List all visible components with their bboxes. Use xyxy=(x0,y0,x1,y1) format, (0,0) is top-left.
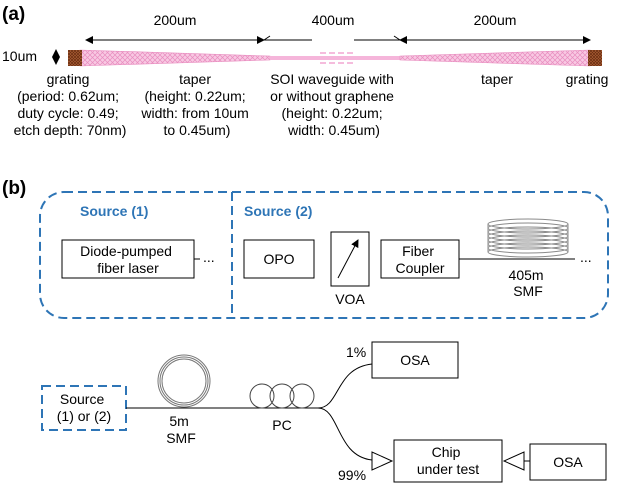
fiber-spool-icon xyxy=(487,218,569,258)
osa-right-box xyxy=(529,443,607,481)
split-1pct-label: 1% xyxy=(346,344,366,360)
osa-top-label: OSA xyxy=(400,352,430,368)
fiber-coupler-label: Fiber Coupler xyxy=(395,243,444,276)
chip-box xyxy=(393,439,503,483)
taper-right-shape xyxy=(399,49,591,67)
grating-left-label: grating (period: 0.62um; duty cycle: 0.4… xyxy=(14,71,127,138)
dim-label-right: 200um xyxy=(474,12,517,28)
fiber-coupler-box xyxy=(380,239,460,279)
taper-right-label: taper xyxy=(481,71,513,87)
grating-right-label: grating xyxy=(566,71,609,87)
height-label: 10um xyxy=(2,48,37,64)
opo-label: OPO xyxy=(263,251,294,267)
split-99pct-label: 99% xyxy=(338,467,366,483)
laser-ellipsis: ... xyxy=(203,249,215,265)
diode-laser-box xyxy=(61,239,195,279)
dim-label-left: 200um xyxy=(154,12,197,28)
polarization-controller-icon xyxy=(249,383,315,409)
chip-input-coupler-icon xyxy=(371,451,394,471)
split-branch-bottom xyxy=(317,407,373,461)
fiber-coil-icon xyxy=(157,354,211,408)
osa-right-label: OSA xyxy=(553,454,583,470)
pc-label: PC xyxy=(272,417,291,433)
smf-5-label: 5m SMF xyxy=(166,413,196,446)
voa-arrow-icon xyxy=(337,239,359,279)
taper-left-shape xyxy=(79,49,271,67)
panel-a-label: (a) xyxy=(2,4,25,25)
dim-tick xyxy=(263,35,271,41)
waveguide-shape xyxy=(270,56,400,60)
grating-left-shape xyxy=(68,50,82,66)
osa-top-box xyxy=(371,341,459,379)
chip-output-coupler-icon xyxy=(502,451,525,471)
grating-right-shape xyxy=(588,50,602,66)
diode-laser-label: Diode-pumped fiber laser xyxy=(80,243,176,276)
source2-title: Source (2) xyxy=(244,203,312,219)
opo-box xyxy=(243,239,315,279)
waveguide-label: SOI waveguide with or without graphene (… xyxy=(270,71,398,138)
voa-box xyxy=(330,231,370,287)
taper-left-label: taper (height: 0.22um; width: from 10um … xyxy=(140,71,252,138)
dim-label-mid: 400um xyxy=(312,12,355,28)
sources-enclosure xyxy=(39,191,609,319)
voa-label: VOA xyxy=(335,291,365,307)
split-branch-top xyxy=(317,363,373,409)
source-select-label: Source (1) or (2) xyxy=(57,391,111,424)
dim-tick xyxy=(393,35,401,41)
panel-b-label: (b) xyxy=(2,178,26,199)
chip-label: Chip under test xyxy=(417,444,479,477)
source1-title: Source (1) xyxy=(80,203,148,219)
smf-405-label: 405m SMF xyxy=(509,267,548,299)
coupler-ellipsis: ... xyxy=(580,249,592,265)
